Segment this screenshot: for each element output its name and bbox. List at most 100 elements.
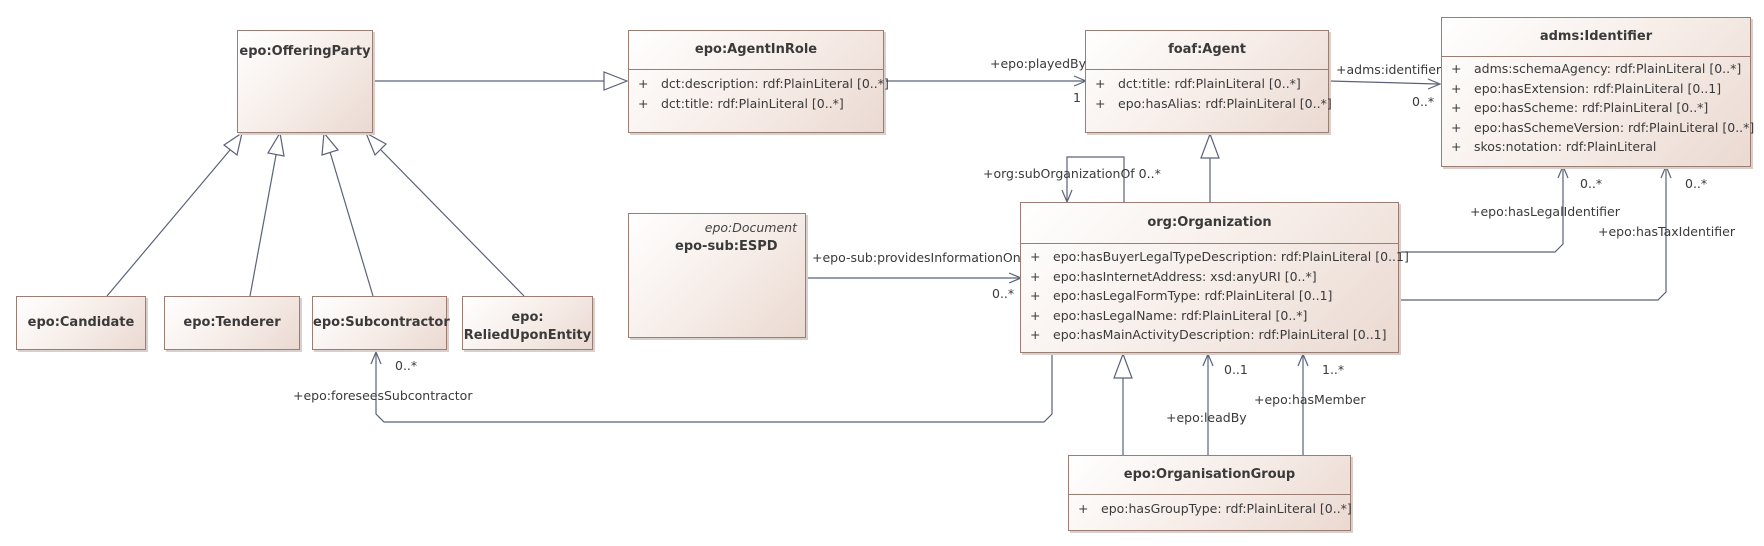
attribute-row: + epo:hasAlias: rdf:PlainLiteral [0..*]	[1086, 94, 1332, 114]
assoc-tax-identifier	[1399, 168, 1667, 301]
class-name: org:Organization	[1147, 215, 1272, 230]
class-name: foaf:Agent	[1168, 42, 1246, 57]
label-has-member: +epo:hasMember	[1254, 392, 1366, 407]
attribute-text: adms:schemaAgency: rdf:PlainLiteral [0..…	[1474, 61, 1742, 76]
assoc-sub-org-self	[1066, 156, 1125, 202]
label-provides-information-on: +epo-sub:providesInformationOn	[812, 250, 1021, 265]
label-foresees-subcontractor-multiplicity: 0..*	[395, 358, 418, 373]
class-name: epo:Candidate	[27, 315, 135, 330]
attribute-text: epo:hasLegalFormType: rdf:PlainLiteral […	[1053, 288, 1333, 303]
assoc-arrowhead	[1202, 352, 1214, 367]
attribute-row: + epo:hasLegalFormType: rdf:PlainLiteral …	[1021, 286, 1398, 306]
label-lead-by-multiplicity: 0..1	[1224, 362, 1248, 377]
attribute-text: dct:title: rdf:PlainLiteral [0..*]	[661, 95, 844, 111]
label-has-legal-identifier: +epo:hasLegalIdentifier	[1470, 204, 1620, 219]
attribute-text: epo:hasMainActivityDescription: rdf:Plai…	[1053, 327, 1387, 342]
visibility-marker: +	[1095, 95, 1106, 111]
class-candidate[interactable]: epo:Candidate	[16, 296, 146, 350]
generalization-arrowhead	[267, 131, 285, 157]
assoc-arrowhead	[1297, 352, 1309, 367]
attribute-text: epo:hasExtension: rdf:PlainLiteral [0..1…	[1474, 80, 1722, 96]
visibility-marker: +	[1030, 288, 1041, 303]
generalization-arrowhead	[1113, 352, 1133, 379]
visibility-marker: +	[638, 95, 649, 111]
attribute-text: dct:title: rdf:PlainLiteral [0..*]	[1118, 76, 1301, 91]
visibility-marker: +	[1451, 139, 1462, 154]
class-name-line-2: ReliedUponEntity	[463, 328, 592, 343]
generalization-candidate	[106, 149, 231, 297]
class-name-line-1: epo:	[511, 310, 544, 325]
generalization-tenderer	[249, 154, 277, 297]
label-has-tax-identifier-multiplicity: 0..*	[1685, 176, 1708, 191]
generalization-relied-upon	[380, 149, 525, 297]
assoc-arrowhead	[1427, 78, 1442, 90]
class-name: epo:Subcontractor	[313, 315, 450, 330]
attribute-row: + epo:hasGroupType: rdf:PlainLiteral [0..…	[1069, 499, 1352, 519]
attribute-text: epo:hasSchemeVersion: rdf:PlainLiteral […	[1474, 119, 1755, 135]
attribute-row: + epo:hasInternetAddress: xsd:anyURI [0..…	[1021, 267, 1398, 287]
label-sub-organization-of: +org:subOrganizationOf 0..*	[983, 166, 1161, 181]
generalization-arrowhead	[1200, 132, 1220, 159]
visibility-marker: +	[1095, 76, 1106, 91]
class-name: adms:Identifier	[1539, 29, 1653, 44]
class-offering-party[interactable]: epo:OfferingParty	[237, 30, 373, 133]
attribute-text: epo:hasAlias: rdf:PlainLiteral [0..*]	[1118, 95, 1332, 111]
visibility-marker: +	[1030, 327, 1041, 342]
attribute-row: + epo:hasExtension: rdf:PlainLiteral [0..…	[1442, 79, 1750, 99]
class-organization[interactable]: org:Organization + epo:hasBuyerLegalTypeD…	[1020, 202, 1409, 353]
assoc-foresees-sub	[375, 354, 1053, 423]
class-name: epo:Tenderer	[183, 315, 281, 330]
label-played-by: +epo:playedBy	[990, 56, 1087, 71]
class-foaf-agent[interactable]: foaf:Agent + dct:title: rdf:PlainLiteral …	[1085, 30, 1332, 133]
class-name: epo:OfferingParty	[239, 44, 371, 59]
attribute-text: epo:hasGroupType: rdf:PlainLiteral [0..*…	[1101, 501, 1352, 516]
generalization-arrowhead	[321, 131, 340, 156]
class-adms-identifier[interactable]: adms:Identifier + adms:schemaAgency: rdf:…	[1441, 17, 1754, 167]
visibility-marker: +	[1451, 80, 1462, 96]
visibility-marker: +	[638, 76, 649, 91]
generalization-arrowhead	[222, 131, 243, 157]
compartment-divider: + epo:hasBuyerLegalTypeDescription: rdf:P…	[1021, 243, 1409, 345]
label-has-tax-identifier: +epo:hasTaxIdentifier	[1598, 224, 1735, 239]
attribute-row: + dct:title: rdf:PlainLiteral [0..*]	[1086, 74, 1328, 94]
attribute-row: +dct:description: rdf:PlainLiteral [0..*…	[629, 74, 889, 94]
attribute-text: epo:hasInternetAddress: xsd:anyURI [0..*…	[1053, 268, 1317, 284]
class-tenderer[interactable]: epo:Tenderer	[164, 296, 300, 350]
class-subcontractor[interactable]: epo:Subcontractor	[312, 296, 450, 350]
attribute-text: epo:hasLegalName: rdf:PlainLiteral [0..*…	[1053, 307, 1308, 323]
compartment-divider: + adms:schemaAgency: rdf:PlainLiteral [0.…	[1442, 56, 1754, 157]
visibility-marker: +	[1451, 119, 1462, 135]
assoc-legal-identifier	[1399, 168, 1564, 253]
attribute-row: +epo:hasLegalName: rdf:PlainLiteral [0..…	[1021, 306, 1398, 326]
generalization-arrowhead	[603, 71, 629, 91]
visibility-marker: +	[1451, 61, 1462, 76]
label-provides-information-on-multiplicity: 0..*	[992, 286, 1015, 301]
attribute-row: + adms:schemaAgency: rdf:PlainLiteral [0.…	[1442, 59, 1750, 79]
generalization-arrowhead	[364, 131, 387, 157]
attribute-text: epo:hasBuyerLegalTypeDescription: rdf:Pl…	[1053, 249, 1409, 264]
compartment-divider: + dct:title: rdf:PlainLiteral [0..*] + epo…	[1086, 69, 1332, 114]
label-lead-by: +epo:leadBy	[1166, 410, 1247, 425]
visibility-marker: +	[1030, 268, 1041, 284]
class-agent-in-role[interactable]: epo:AgentInRole +dct:description: rdf:Pl…	[628, 30, 889, 133]
label-has-legal-identifier-multiplicity: 0..*	[1580, 176, 1603, 191]
class-name: epo-sub:ESPD	[675, 239, 778, 254]
class-stereotype: epo:Document	[704, 220, 797, 235]
label-foresees-subcontractor: +epo:foreseesSubcontractor	[293, 388, 473, 403]
class-relied-upon-entity[interactable]: epo: ReliedUponEntity	[462, 296, 593, 350]
label-adms-identifier: +adms:identifier	[1336, 62, 1442, 77]
compartment-divider: +dct:description: rdf:PlainLiteral [0..*…	[629, 69, 889, 113]
class-organisation-group[interactable]: epo:OrganisationGroup + epo:hasGroupType:…	[1068, 455, 1352, 531]
visibility-marker: +	[1078, 501, 1089, 516]
attribute-text: skos:notation: rdf:PlainLiteral	[1474, 139, 1657, 154]
label-played-by-multiplicity: 1	[1073, 90, 1081, 105]
attribute-row: +epo:hasScheme: rdf:PlainLiteral [0..*]	[1442, 98, 1750, 118]
class-name: epo:OrganisationGroup	[1123, 467, 1296, 482]
class-espd[interactable]: epo:Document epo-sub:ESPD	[628, 213, 806, 338]
attribute-row: + skos:notation: rdf:PlainLiteral	[1442, 137, 1750, 157]
visibility-marker: +	[1451, 100, 1462, 115]
class-name: epo:AgentInRole	[694, 42, 818, 57]
label-adms-identifier-multiplicity: 0..*	[1412, 94, 1435, 109]
assoc-adms-identifier	[1328, 80, 1439, 85]
